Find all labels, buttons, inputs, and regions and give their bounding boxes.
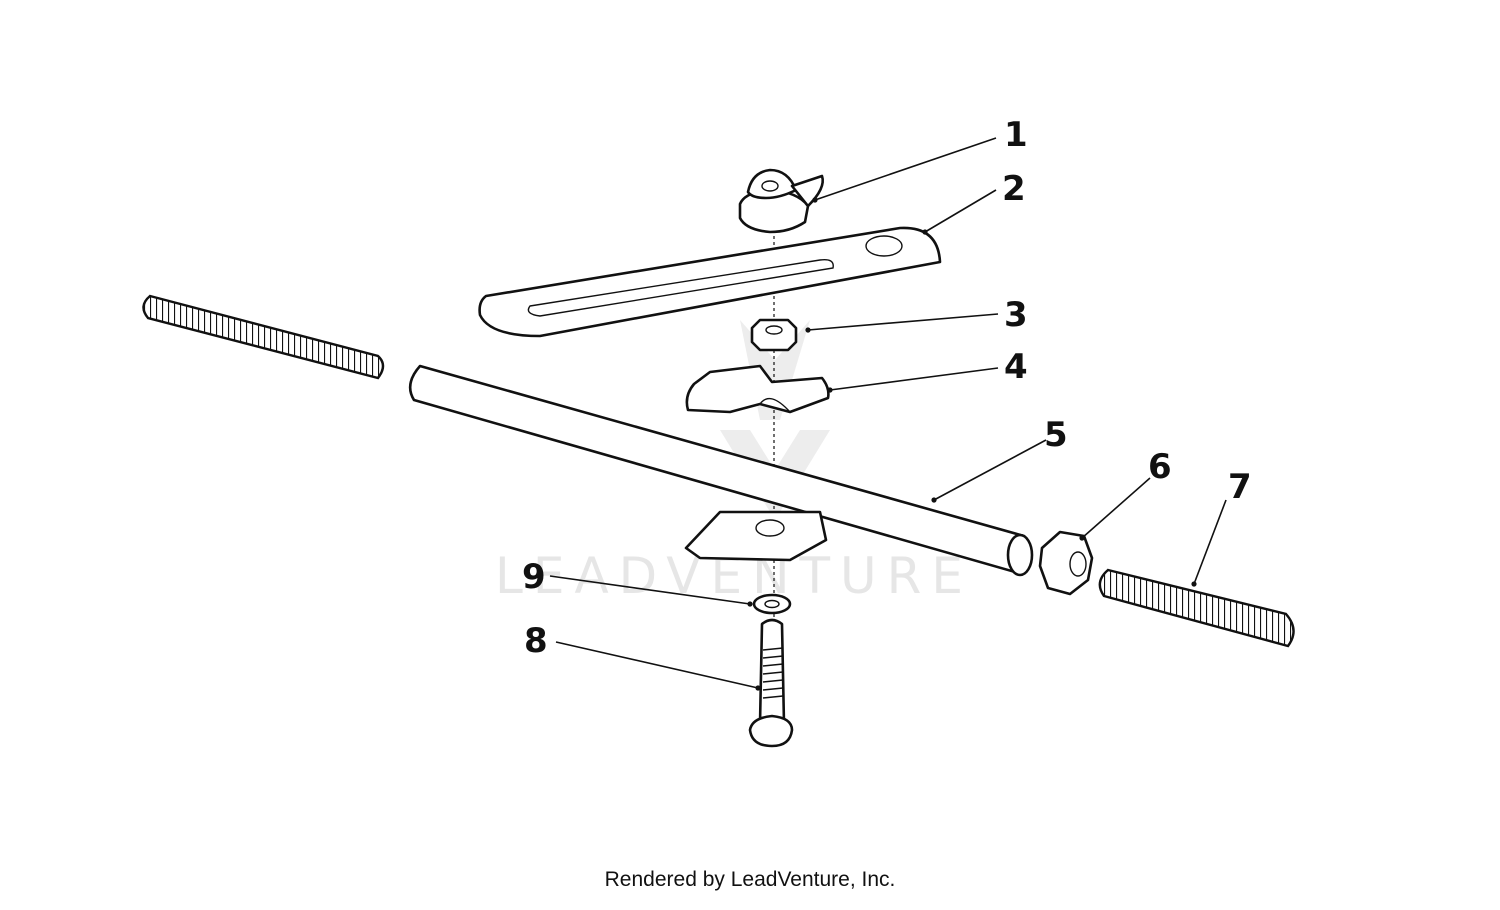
lock-washer (752, 593, 792, 615)
callout-5: 5 (1044, 415, 1068, 455)
threaded-rod-right (1098, 568, 1295, 648)
carriage-bolt (748, 618, 794, 748)
upper-clamp (685, 364, 830, 414)
callout-6: 6 (1148, 447, 1172, 487)
footer-credit: Rendered by LeadVenture, Inc. (604, 868, 896, 891)
slotted-plate (478, 226, 942, 338)
callout-1: 1 (1004, 115, 1028, 155)
threaded-rod-left (142, 294, 385, 380)
lower-clamp (684, 510, 828, 562)
tube (408, 364, 1034, 577)
callout-8: 8 (524, 621, 548, 661)
leader-3 (807, 313, 999, 331)
leader-6 (1081, 477, 1151, 539)
callout-3: 3 (1004, 295, 1028, 335)
leader-7 (1193, 499, 1227, 585)
callout-4: 4 (1004, 347, 1028, 387)
leader-lines (549, 137, 1227, 691)
wing-nut (738, 168, 824, 234)
leader-2 (924, 189, 997, 233)
leader-8 (555, 641, 759, 689)
leader-9 (549, 575, 751, 605)
hex-nut-large (1038, 530, 1094, 596)
callout-9: 9 (522, 557, 546, 597)
callout-7: 7 (1228, 467, 1252, 507)
callout-numbers: 1 2 3 4 5 6 7 8 9 (522, 115, 1252, 661)
callout-2: 2 (1002, 169, 1026, 209)
leader-5 (933, 439, 1047, 501)
hex-nut-small (750, 318, 798, 352)
leader-1 (814, 137, 997, 201)
leader-4 (829, 367, 999, 391)
